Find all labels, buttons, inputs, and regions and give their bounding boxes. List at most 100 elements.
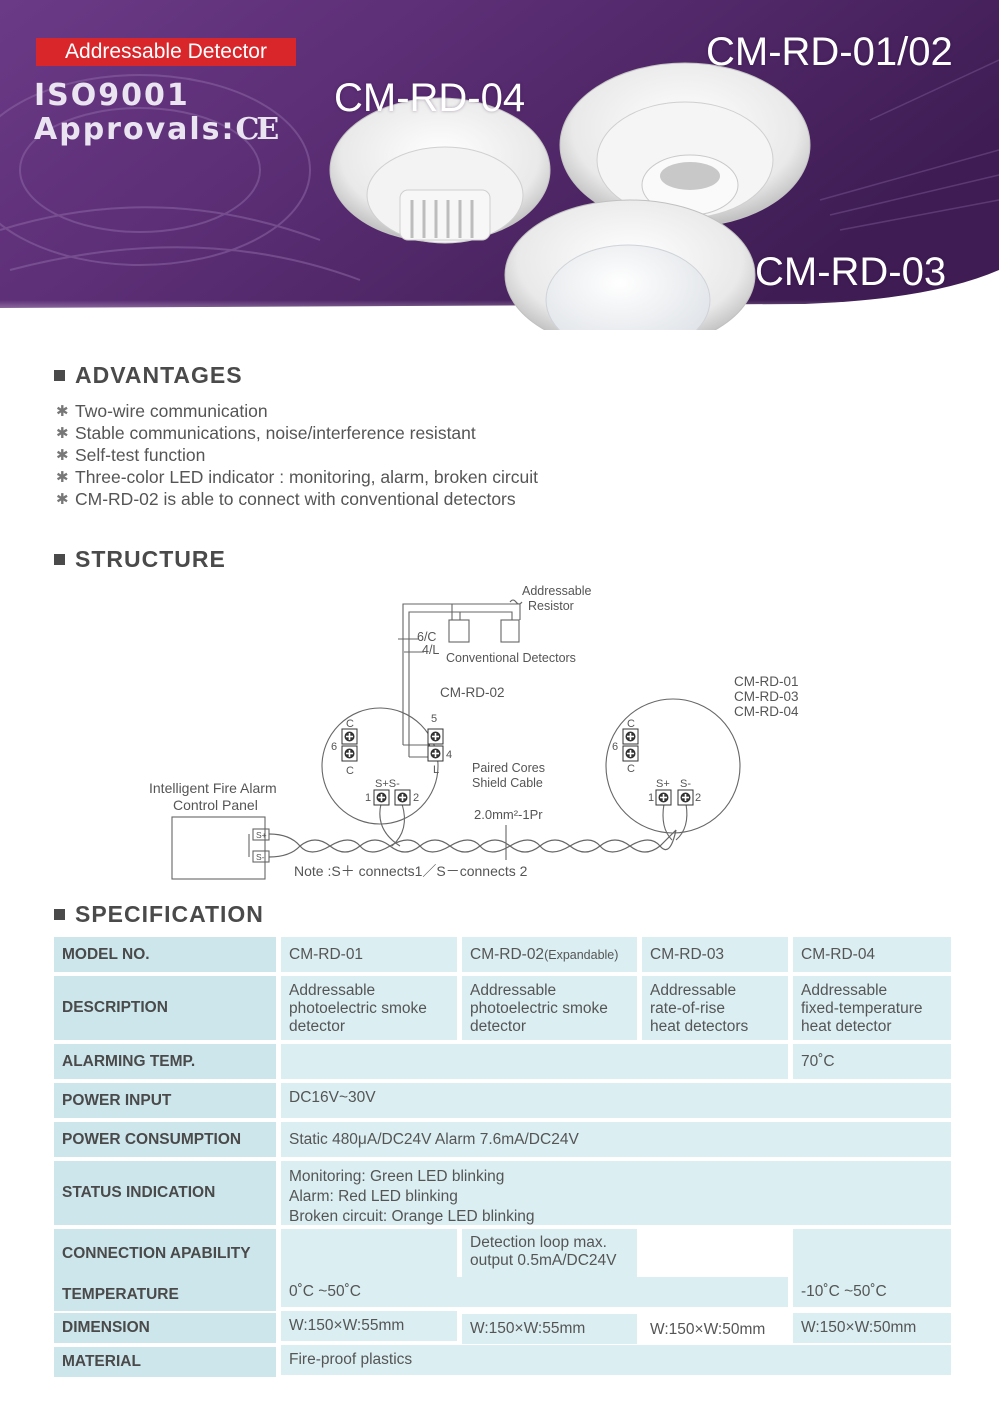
model-cell-02: CM-RD-02(Expandable) [462, 937, 637, 972]
connection-cell-02: Detection loop max. output 0.5mA/DC24V [462, 1229, 637, 1279]
terminal-6-label: 6 [612, 741, 618, 753]
connection-cell-01 [281, 1229, 457, 1279]
power-consumption-cell: Static 480μA/DC24V Alarm 7.6mA/DC24V [281, 1122, 951, 1157]
model-cell-03: CM-RD-03 [642, 937, 788, 972]
control-panel-box [171, 816, 266, 880]
approvals-label: Approvals: [34, 112, 236, 147]
row-label-model: MODEL NO. [54, 937, 276, 972]
row-label-dimension: DIMENSION [54, 1313, 276, 1343]
list-item: ✱Stable communications, noise/interferen… [56, 423, 476, 443]
row-label-description: DESCRIPTION [54, 976, 276, 1040]
asterisk-icon: ✱ [56, 446, 69, 464]
wiring-note: Note :S＋ connects1／S－connects 2 [294, 863, 528, 879]
row-label-power-input: POWER INPUT [54, 1083, 276, 1118]
structure-heading: STRUCTURE [54, 546, 226, 573]
row-label-power-consumption: POWER CONSUMPTION [54, 1122, 276, 1157]
terminal-2-label: 2 [413, 792, 419, 804]
row-label-connection-capability: CONNECTION APABILITY [54, 1229, 276, 1279]
label-paired-cores: Paired Cores [472, 761, 545, 775]
detector-photo-04 [329, 97, 551, 244]
terminal-c-label: C [627, 763, 635, 775]
label-4l: 4/L [422, 643, 439, 657]
advantages-title: ADVANTAGES [75, 362, 243, 388]
list-item: ✱Self-test function [56, 445, 206, 465]
structure-title: STRUCTURE [75, 546, 226, 572]
label-panel-line-2: Control Panel [173, 797, 258, 813]
label-panel-line-1: Intelligent Fire Alarm [149, 780, 277, 796]
connection-cell-04 [793, 1229, 951, 1279]
model-heading-01-02: CM-RD-01/02 [706, 30, 953, 74]
material-cell: Fire-proof plastics [281, 1345, 951, 1375]
label-resistor: Resistor [528, 599, 574, 613]
label-cm-rd-01: CM-RD-01 [734, 674, 799, 689]
specification-table: MODEL NO. CM-RD-01 CM-RD-02(Expandable) … [54, 937, 951, 1377]
terminal-2-label: 2 [695, 792, 701, 804]
banner-background [0, 0, 999, 330]
terminal-1-label: 1 [365, 792, 371, 804]
row-label-status-indication: STATUS INDICATION [54, 1161, 276, 1225]
section-square-icon [54, 554, 65, 565]
dimension-cell-04: W:150×W:50mm [793, 1313, 951, 1343]
connection-cell-03 [642, 1229, 788, 1279]
conventional-detector-box [448, 619, 470, 643]
status-indication-cell: Monitoring: Green LED blinking Alarm: Re… [281, 1161, 951, 1225]
conventional-detector-box [500, 619, 520, 643]
description-cell-04: Addressable fixed-temperature heat detec… [793, 976, 951, 1040]
description-cell-02: Addressable photoelectric smoke detector [462, 976, 637, 1040]
header-banner: Addressable Detector ISO9001 Approvals:C… [0, 0, 999, 330]
dimension-cell-02: W:150×W:55mm [462, 1314, 637, 1344]
cm-rd-02-base-outline [321, 707, 439, 825]
model-cell-04: CM-RD-04 [793, 937, 951, 972]
ce-mark: CE [235, 112, 280, 147]
terminal-s-plus-label: S+ [656, 778, 670, 790]
asterisk-icon: ✱ [56, 424, 69, 442]
section-square-icon [54, 909, 65, 920]
alarming-temp-empty-cell [281, 1044, 788, 1079]
approvals-line: Approvals:CE [34, 112, 280, 147]
label-conventional-detectors: Conventional Detectors [446, 651, 576, 665]
power-input-cell: DC16V~30V [281, 1083, 951, 1118]
temperature-cell-01-03: 0˚C ~50˚C [281, 1277, 788, 1307]
asterisk-icon: ✱ [56, 468, 69, 486]
asterisk-icon: ✱ [56, 490, 69, 508]
specification-title: SPECIFICATION [75, 901, 264, 927]
dimension-cell-03: W:150×W:50mm [650, 1321, 766, 1338]
panel-terminal-s-plus: S+ [256, 830, 267, 840]
asterisk-icon: ✱ [56, 402, 69, 420]
detector-photo-01-02 [559, 62, 811, 228]
terminal-l-label: L [433, 764, 439, 776]
model-heading-04: CM-RD-04 [334, 76, 526, 120]
advantages-list: ✱Two-wire communication ✱Stable communic… [56, 400, 538, 510]
advantages-heading: ADVANTAGES [54, 362, 243, 389]
terminal-blocks-cm-rd-02 [341, 728, 444, 806]
label-cable-size: 2.0mm²-1Pr [474, 807, 543, 822]
row-label-alarming-temp: ALARMING TEMP. [54, 1044, 276, 1079]
row-label-material: MATERIAL [54, 1347, 276, 1377]
product-category-tag: Addressable Detector [36, 38, 296, 66]
model-heading-03: CM-RD-03 [755, 250, 947, 294]
label-6c: 6/C [417, 630, 436, 644]
terminal-5-label: 5 [431, 713, 437, 725]
terminal-s-plus-minus-label: S+S- [375, 778, 400, 790]
alarming-temp-cell-04: 70˚C [793, 1044, 951, 1079]
row-label-temperature: TEMPERATURE [54, 1279, 276, 1311]
label-cm-rd-02: CM-RD-02 [440, 685, 505, 700]
terminal-blocks-cm-rd-01-03-04 [622, 728, 694, 806]
description-cell-03: Addressable rate-of-rise heat detectors [642, 976, 788, 1040]
label-cm-rd-03: CM-RD-03 [734, 689, 799, 704]
wiring-diagram: Addressable Resistor 6/C 4/L Conventiona… [149, 584, 799, 880]
terminal-c-label: C [346, 765, 354, 777]
list-item: ✱Two-wire communication [56, 401, 268, 421]
label-shield-cable: Shield Cable [472, 776, 543, 790]
terminal-4-label: 4 [446, 749, 452, 761]
panel-terminal-s-minus: S- [256, 852, 265, 862]
detector-photo-03 [504, 199, 756, 330]
label-cm-rd-04: CM-RD-04 [734, 704, 799, 719]
model-cell-01: CM-RD-01 [281, 937, 457, 972]
list-item: ✱Three-color LED indicator : monitoring,… [56, 467, 538, 487]
terminal-c-label: C [627, 718, 635, 730]
iso-certification: ISO9001 [34, 78, 190, 113]
description-cell-01: Addressable photoelectric smoke detector [281, 976, 457, 1040]
temperature-cell-04: -10˚C ~50˚C [793, 1277, 951, 1307]
list-item: ✱CM-RD-02 is able to connect with conven… [56, 489, 516, 509]
